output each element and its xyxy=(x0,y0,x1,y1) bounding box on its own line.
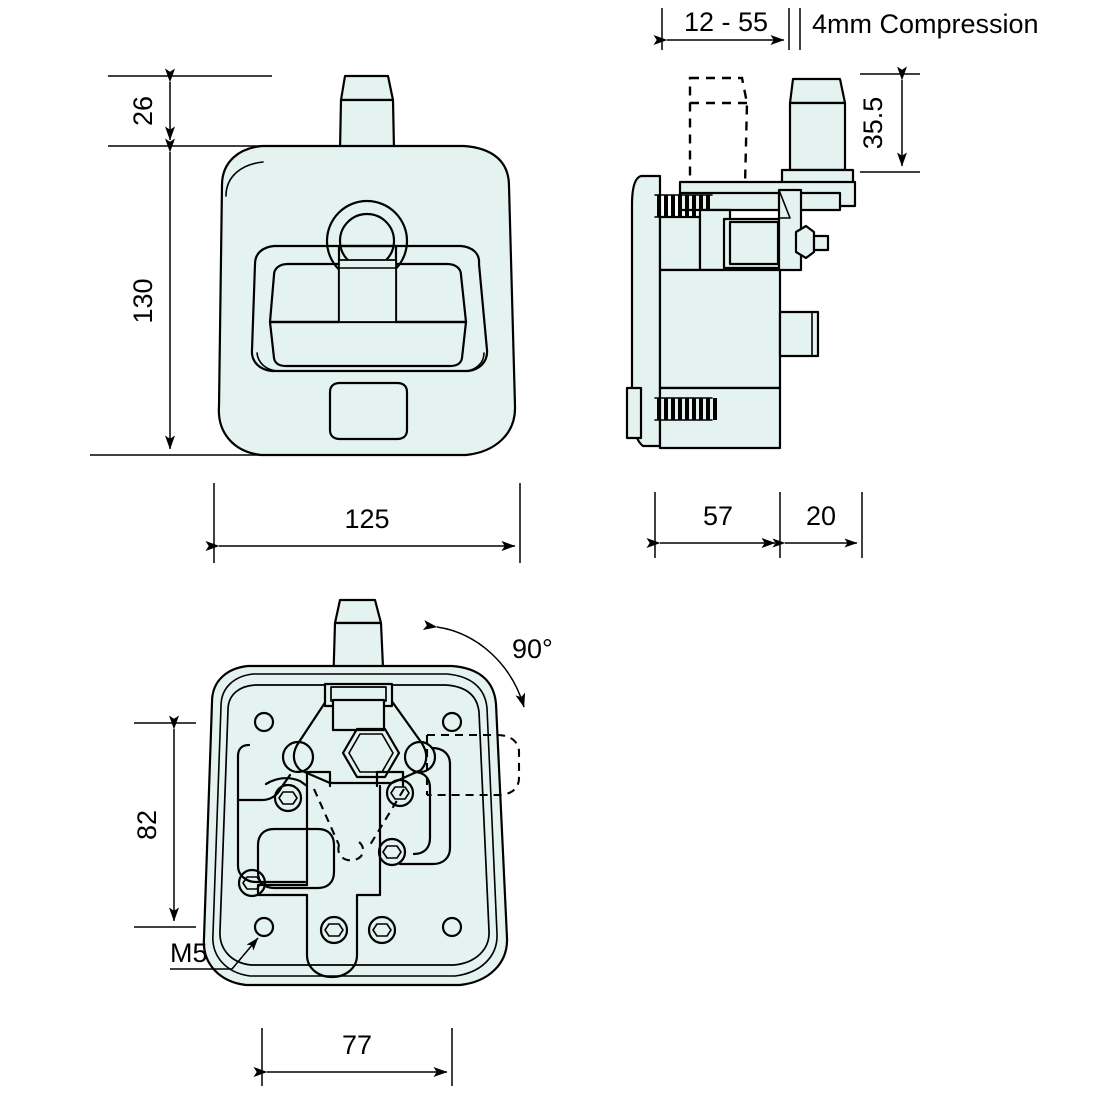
rear-internal-linkage-bubble xyxy=(337,841,365,862)
rotation-callout-group: 90° xyxy=(422,620,553,708)
rear-link-right-2 xyxy=(412,770,432,856)
side-rear-boss xyxy=(778,310,820,358)
dim-handle-height: 35.5 xyxy=(858,97,888,150)
rear-pivot-left xyxy=(281,740,315,774)
front-handle-recess-inner-edge xyxy=(256,352,485,372)
rear-screw xyxy=(367,915,397,945)
dim-width: 125 xyxy=(344,504,389,534)
dim-26-group: 26 xyxy=(108,68,272,147)
side-lock-body-lower xyxy=(658,386,782,450)
dim-height-overall: 130 xyxy=(128,278,158,323)
note-compression: 4mm Compression xyxy=(812,9,1039,39)
rear-screw xyxy=(319,915,349,945)
side-handle-body xyxy=(788,101,847,172)
rear-link-left-lower xyxy=(236,798,307,884)
rear-cam-phantom xyxy=(425,733,521,797)
front-plate-inner-edge xyxy=(225,161,264,197)
rear-mount-hole xyxy=(253,711,275,733)
side-hex-nut xyxy=(794,224,816,260)
rear-mount-hole xyxy=(253,916,275,938)
rear-link-right xyxy=(398,746,452,866)
label-m5: M5 xyxy=(170,938,208,968)
dim-rear-projection: 20 xyxy=(806,501,836,531)
dim-bolt-spacing-horizontal: 77 xyxy=(342,1030,372,1060)
rear-screw xyxy=(385,778,415,808)
rear-hex-socket-outer xyxy=(341,727,401,779)
dim-body-depth: 57 xyxy=(703,501,733,531)
m5-callout-group: M5 xyxy=(170,937,259,970)
rear-internal-linkage xyxy=(313,788,405,846)
dim-grip-range: 12 - 55 xyxy=(684,7,768,37)
side-upper-thread xyxy=(654,194,713,218)
dim-77-group: 77 xyxy=(253,1028,453,1086)
rear-stem-foot xyxy=(331,698,386,732)
dim-130-group: 130 xyxy=(90,138,272,456)
front-stem-cap xyxy=(339,74,395,102)
compression-note-group: 12 - 55 4mm Compression xyxy=(653,7,1039,50)
rear-mount-hole xyxy=(441,916,463,938)
side-handle-phantom xyxy=(688,76,749,187)
dim-57-20-group: 57 20 xyxy=(646,492,863,558)
dim-stem-height: 26 xyxy=(128,96,158,126)
dim-125-group: 125 xyxy=(205,483,521,563)
front-handle-bar xyxy=(268,320,468,368)
front-handle-recess-outer xyxy=(250,244,489,373)
side-lower-thread xyxy=(654,397,717,421)
rear-keeper-housing xyxy=(256,784,382,979)
dim-82-group: 82 xyxy=(132,715,196,928)
side-cam-block-inner xyxy=(728,220,780,266)
rear-screw xyxy=(273,783,303,813)
label-rotation-angle: 90° xyxy=(512,634,553,664)
side-lock-body xyxy=(658,268,782,390)
side-nut-stud xyxy=(812,234,830,252)
side-face-tab xyxy=(625,386,643,440)
rear-saddle-slot xyxy=(330,686,387,702)
side-bracket-chamfer xyxy=(778,189,791,219)
dim-35-5-group: 35.5 xyxy=(858,66,920,173)
dim-bolt-spacing-vertical: 82 xyxy=(132,810,162,840)
front-handle-stem-overlay xyxy=(338,259,397,323)
rear-pawl-arm-r xyxy=(375,770,405,788)
rear-pawl-arm xyxy=(264,770,332,788)
front-view: 26 130 125 xyxy=(90,68,521,563)
front-badge-rectangle xyxy=(328,381,409,441)
rear-link-left xyxy=(236,743,292,802)
rear-stem-cap xyxy=(333,598,383,625)
side-handle-cap xyxy=(788,77,847,105)
rear-mount-hole xyxy=(441,711,463,733)
front-stem-body xyxy=(338,98,396,152)
rear-plate-inner-outline xyxy=(212,673,498,977)
side-view: 35.5 57 20 xyxy=(625,66,920,558)
rear-view: 82 M5 77 90° xyxy=(132,598,553,1086)
side-upper-body-a xyxy=(658,215,702,272)
